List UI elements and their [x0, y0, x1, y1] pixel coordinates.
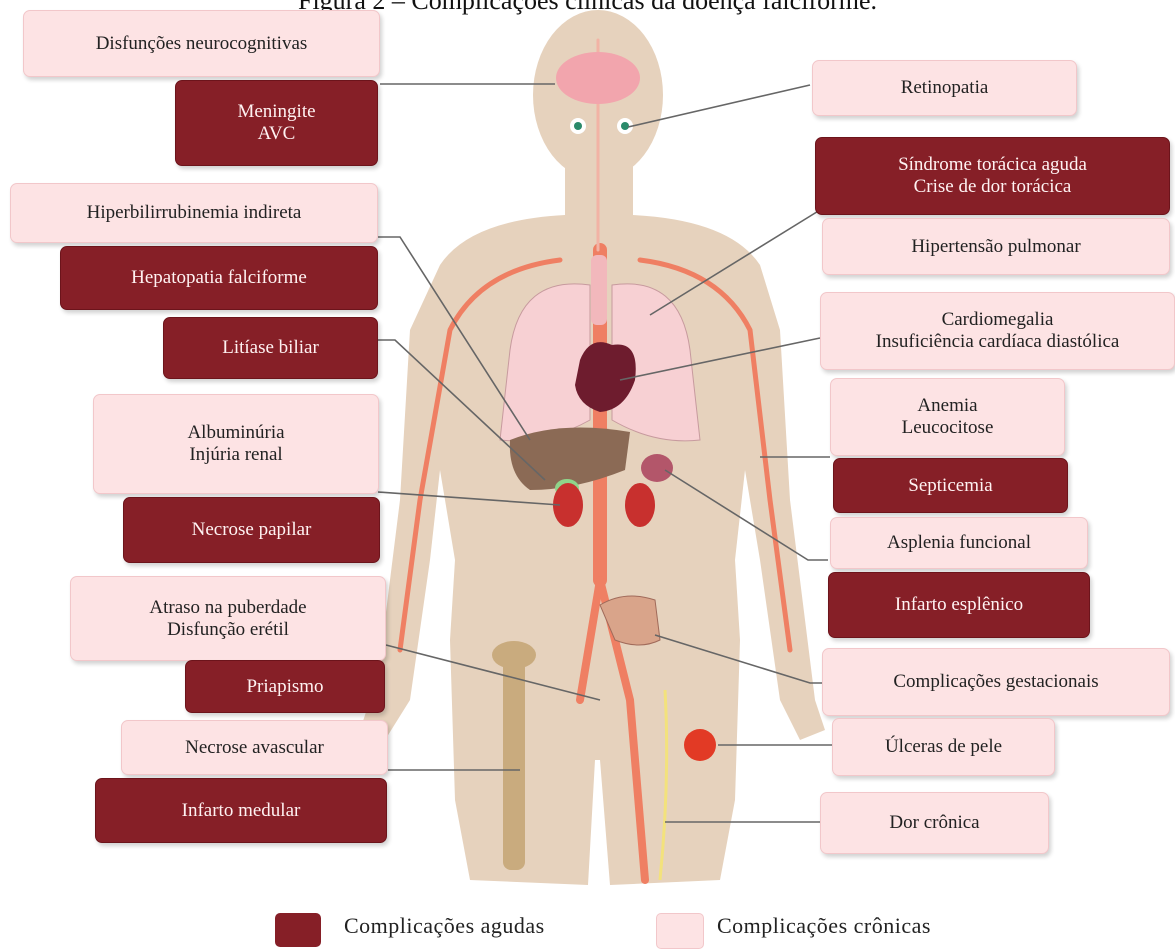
label-necrose-papilar: Necrose papilar — [123, 497, 380, 563]
label-complicacoes-gestacionais: Complicações gestacionais — [822, 648, 1170, 716]
label-ulceras-de-pele: Úlceras de pele — [832, 718, 1055, 776]
label-infarto-esplenico: Infarto esplênico — [828, 572, 1090, 638]
label-hipertensao-pulmonar: Hipertensão pulmonar — [822, 218, 1170, 275]
label-necrose-avascular: Necrose avascular — [121, 720, 388, 775]
skin-ulcer — [684, 729, 716, 761]
label-disfuncoes-neurocognitivas: Disfunções neurocognitivas — [23, 10, 380, 77]
left-kidney — [625, 483, 655, 527]
label-asplenia-funcional: Asplenia funcional — [830, 517, 1088, 569]
legend-acute-swatch — [275, 913, 321, 947]
label-litiase-biliar: Litíase biliar — [163, 317, 378, 379]
legend-chronic-label: Complicações crônicas — [717, 913, 931, 939]
label-dor-cronica: Dor crônica — [820, 792, 1049, 854]
legend-chronic-swatch — [656, 913, 704, 949]
brain — [556, 52, 640, 104]
trachea — [591, 255, 607, 325]
label-hiperbilirrubinemia: Hiperbilirrubinemia indireta — [10, 183, 378, 243]
label-retinopatia: Retinopatia — [812, 60, 1077, 116]
legend-acute-label: Complicações agudas — [344, 913, 545, 939]
label-infarto-medular: Infarto medular — [95, 778, 387, 843]
label-septicemia: Septicemia — [833, 458, 1068, 513]
spleen — [641, 454, 673, 482]
label-priapismo: Priapismo — [185, 660, 385, 713]
label-hepatopatia-falciforme: Hepatopatia falciforme — [60, 246, 378, 310]
femur-bone — [503, 650, 525, 870]
